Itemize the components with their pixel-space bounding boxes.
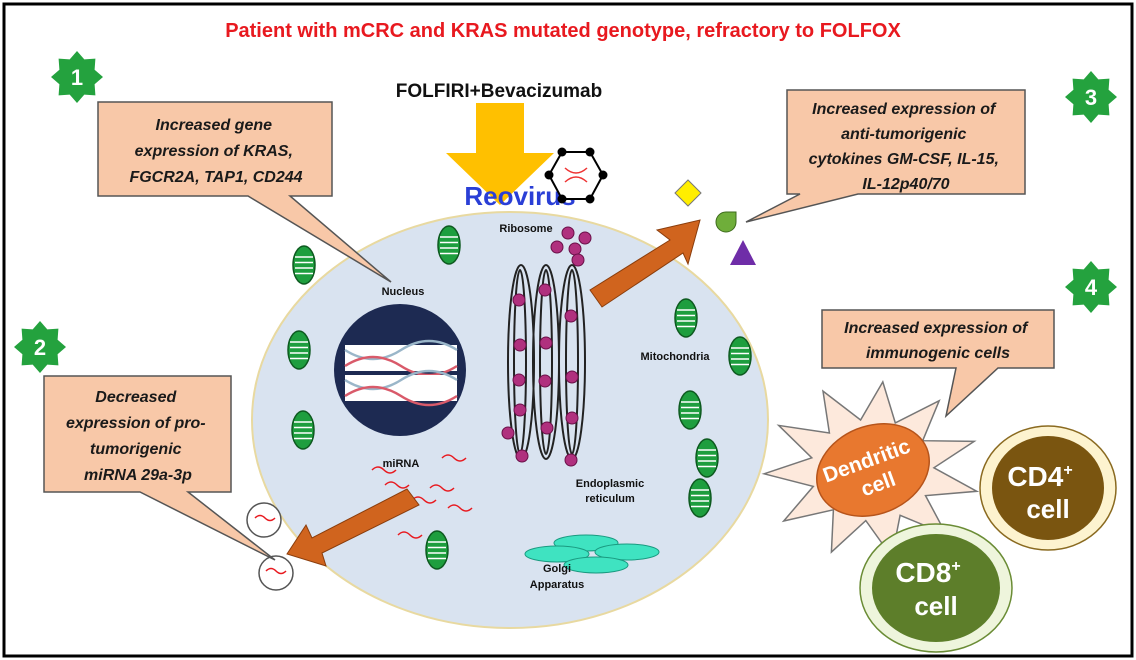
- callout-1-line-1: Increased gene: [156, 117, 273, 134]
- nucleus-label: Nucleus: [382, 286, 425, 298]
- er-label-line1: Endoplasmic: [576, 478, 644, 490]
- golgi-apparatus: [524, 534, 660, 574]
- callout-2-line-3: tumorigenic: [90, 441, 182, 458]
- step-badge-2: 2: [14, 321, 66, 373]
- step-badge-number: 3: [1085, 85, 1097, 110]
- mitochondrion: [287, 330, 311, 370]
- dendritic-cell: Dendritic cell: [761, 380, 980, 559]
- er-label-line2: reticulum: [585, 493, 635, 505]
- callout-2-line-2: expression of pro-: [66, 415, 206, 432]
- cytokine-diamond-icon: [674, 179, 702, 207]
- diagram-title: Patient with mCRC and KRAS mutated genot…: [225, 20, 901, 42]
- mitochondria-label: Mitochondria: [640, 351, 710, 363]
- treatment-label: FOLFIRI+Bevacizumab: [396, 81, 602, 102]
- cytokine-triangle-icon: [730, 240, 756, 265]
- step-badge-3: 3: [1065, 71, 1117, 123]
- cd4-label-main: CD4: [1007, 461, 1063, 492]
- callout-4-line-1: Increased expression of: [844, 320, 1029, 337]
- mitochondria-group: [287, 225, 752, 570]
- svg-text:Increased expression of: Increased expression of anti-tumorigenic…: [809, 101, 1004, 193]
- mitochondrion: [292, 245, 316, 285]
- step-badge-number: 4: [1085, 275, 1098, 300]
- step-badge-1: 1: [51, 51, 103, 103]
- export-arrow-mirna: [286, 488, 420, 567]
- cd4-label-line2: cell: [1026, 494, 1069, 524]
- svg-text:CD8+: CD8+: [895, 557, 960, 588]
- step-badges: 1 2 3 4: [14, 51, 1117, 373]
- mitochondrion: [425, 530, 449, 570]
- svg-text:Decreased expression of: Decreased expression of pro- tumorigenic…: [66, 389, 210, 484]
- er-ribosomes: [501, 283, 579, 467]
- mirna-strands: [371, 454, 473, 539]
- cd8-label-line2: cell: [914, 591, 957, 621]
- mirna-label: miRNA: [383, 458, 420, 470]
- callout-3-line-2: anti-tumorigenic: [841, 126, 966, 143]
- cd8-label-main: CD8: [895, 557, 951, 588]
- callout-4: Increased expression of immunogenic cell…: [821, 309, 1055, 419]
- mitochondrion: [674, 298, 698, 338]
- callout-3-line-4: IL-12p40/70: [862, 176, 949, 193]
- mitochondrion: [695, 438, 719, 478]
- mitochondrion: [678, 390, 702, 430]
- step-badge-number: 1: [71, 65, 83, 90]
- svg-text:Increased expression of: Increased expression of immunogenic cell…: [844, 320, 1032, 362]
- callout-3-line-3: cytokines GM-CSF, IL-15,: [809, 151, 999, 168]
- step-badge-number: 2: [34, 335, 46, 360]
- mitochondrion: [728, 336, 752, 376]
- exosome-vesicles: [246, 502, 294, 591]
- mitochondrion: [688, 478, 712, 518]
- step-badge-4: 4: [1065, 261, 1117, 313]
- treatment-arrow: [446, 103, 554, 205]
- callout-1-line-2: expression of KRAS,: [135, 143, 293, 160]
- golgi-label-line1: Golgi: [543, 563, 571, 575]
- mitochondrion: [291, 410, 315, 450]
- callout-3-line-1: Increased expression of: [812, 101, 997, 118]
- svg-text:Increased gene expressio: Increased gene expression of KRAS, FGCR2…: [129, 117, 302, 186]
- callout-3: Increased expression of anti-tumorigenic…: [745, 89, 1026, 223]
- callout-4-line-2: immunogenic cells: [866, 345, 1010, 362]
- ribosome-label: Ribosome: [499, 223, 552, 235]
- callout-2: Decreased expression of pro- tumorigenic…: [43, 375, 276, 561]
- reovirus-particle-icon: [544, 147, 608, 204]
- callout-1-line-3: FGCR2A, TAP1, CD244: [129, 169, 302, 186]
- golgi-label-line2: Apparatus: [530, 579, 584, 591]
- cd8-cell: CD8+ cell: [859, 523, 1013, 653]
- mitochondrion: [437, 225, 461, 265]
- export-arrow-cytokines: [589, 219, 701, 308]
- svg-text:CD4+: CD4+: [1007, 461, 1072, 492]
- cd4-cell: CD4+ cell: [979, 425, 1117, 551]
- nucleus: [334, 304, 466, 436]
- ribosome-cluster: [550, 226, 592, 267]
- callout-2-line-4: miRNA 29a-3p: [84, 467, 192, 484]
- cd8-label-sup: +: [951, 558, 960, 575]
- callout-2-line-1: Decreased: [95, 389, 177, 406]
- cytokine-drop-icon: [715, 211, 737, 233]
- callout-1: Increased gene expression of KRAS, FGCR2…: [97, 101, 392, 283]
- cd4-label-sup: +: [1063, 462, 1072, 479]
